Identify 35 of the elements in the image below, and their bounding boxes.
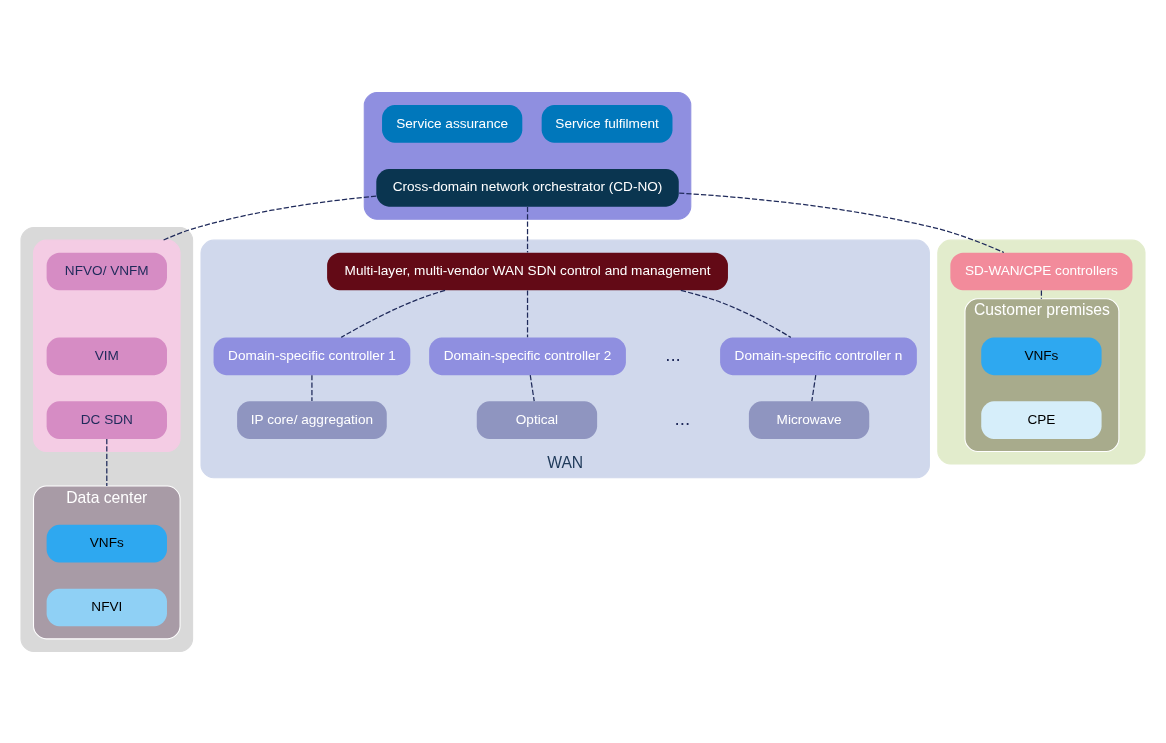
cluster: [33, 239, 181, 452]
node-box: Domain-specific controller 1: [213, 336, 411, 375]
node-box: VNFs: [46, 524, 167, 562]
node-box: Service fulfilment: [541, 104, 673, 143]
node-box: DC SDN: [46, 400, 167, 439]
node-box: VIM: [46, 336, 167, 375]
connector: [680, 289, 792, 338]
node-box: Service assurance: [382, 104, 523, 143]
connector: [162, 194, 377, 241]
node-box: CPE: [981, 400, 1102, 439]
connector: [678, 192, 1005, 253]
node-box: Microwave: [748, 400, 870, 439]
node-box: NFVI: [46, 588, 167, 626]
connector: [526, 205, 529, 253]
node-box: IP core/ aggregation: [237, 400, 387, 439]
cluster: [20, 226, 194, 652]
connector: [311, 374, 313, 402]
connector: [340, 289, 446, 338]
connector: [529, 374, 535, 402]
node-box: SD-WAN/CPE controllers: [950, 252, 1133, 290]
node-box: Cross-domain network orchestrator (CD-NO): [376, 168, 679, 207]
node-box: Domain-specific controller n: [720, 336, 917, 375]
connector: [1040, 289, 1043, 299]
cluster: [937, 239, 1146, 465]
cluster: [363, 91, 692, 220]
node-box: Domain-specific controller 2: [429, 336, 626, 375]
node-box: VNFs: [981, 336, 1102, 375]
connector: [106, 438, 108, 487]
connector: [811, 374, 817, 402]
node-box: Optical: [476, 400, 598, 439]
label: ...: [665, 343, 681, 365]
connector: [526, 289, 529, 338]
label: ...: [674, 407, 691, 429]
node-box: NFVO/ VNFM: [46, 252, 167, 290]
node-box: Multi-layer, multi-vendor WAN SDN control and management: [327, 252, 728, 290]
